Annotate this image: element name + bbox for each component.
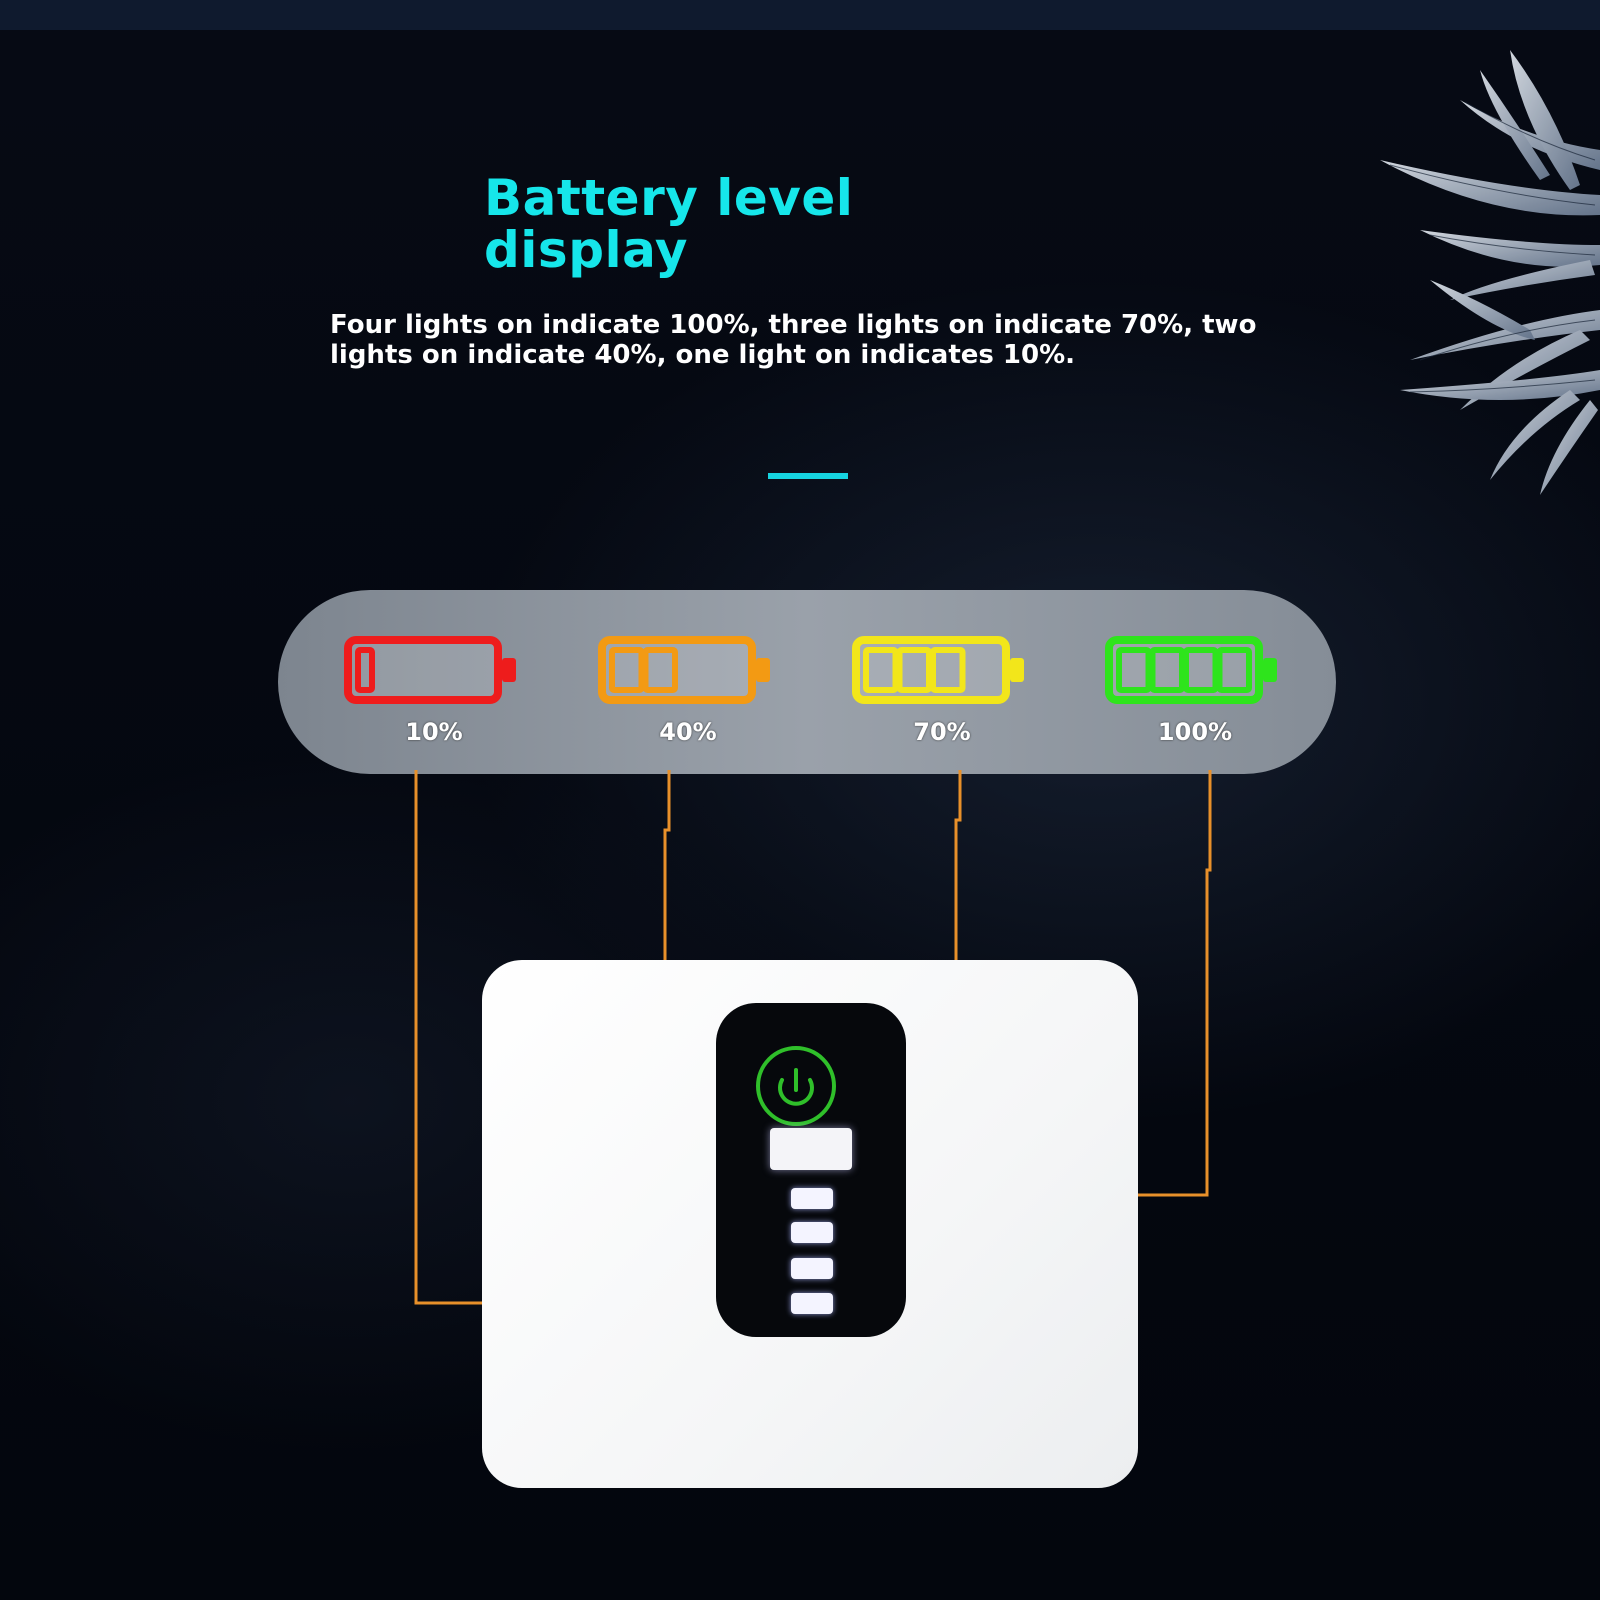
battery-level-label: 100% (1157, 718, 1233, 746)
battery-bar-segment (1149, 647, 1185, 693)
battery-70-icon (852, 636, 1024, 704)
battery-bar-segment (1116, 647, 1152, 693)
indicator-light-1 (791, 1188, 833, 1209)
indicator-light-2 (791, 1222, 833, 1243)
battery-bar-segment (930, 647, 966, 693)
battery-100-icon (1105, 636, 1277, 704)
battery-level-label: 70% (913, 718, 971, 746)
top-band (0, 0, 1600, 30)
power-icon (756, 1046, 836, 1126)
indicator-light-4 (791, 1293, 833, 1314)
battery-10-icon (344, 636, 516, 704)
battery-level-4: 100% (1105, 636, 1285, 766)
accent-divider (768, 473, 848, 479)
battery-level-label: 10% (405, 718, 463, 746)
battery-level-3: 70% (852, 636, 1032, 766)
indicator-panel (716, 1003, 906, 1337)
power-button-light (770, 1128, 852, 1170)
battery-level-2: 40% (598, 636, 778, 766)
battery-bar-segment (896, 647, 932, 693)
battery-bar-segment (642, 647, 678, 693)
battery-bar-segment (355, 647, 375, 693)
battery-bar-segment (863, 647, 899, 693)
page-title: Battery level display (484, 169, 854, 279)
indicator-light-3 (791, 1258, 833, 1279)
battery-bar-segment (1183, 647, 1219, 693)
leaf-decoration-icon (1380, 50, 1600, 495)
battery-bar-segment (1216, 647, 1252, 693)
description-text: Four lights on indicate 100%, three ligh… (330, 310, 1257, 370)
battery-level-label: 40% (659, 718, 717, 746)
battery-bar-segment (609, 647, 645, 693)
battery-level-legend (278, 590, 1336, 774)
battery-level-1: 10% (344, 636, 524, 766)
battery-40-icon (598, 636, 770, 704)
